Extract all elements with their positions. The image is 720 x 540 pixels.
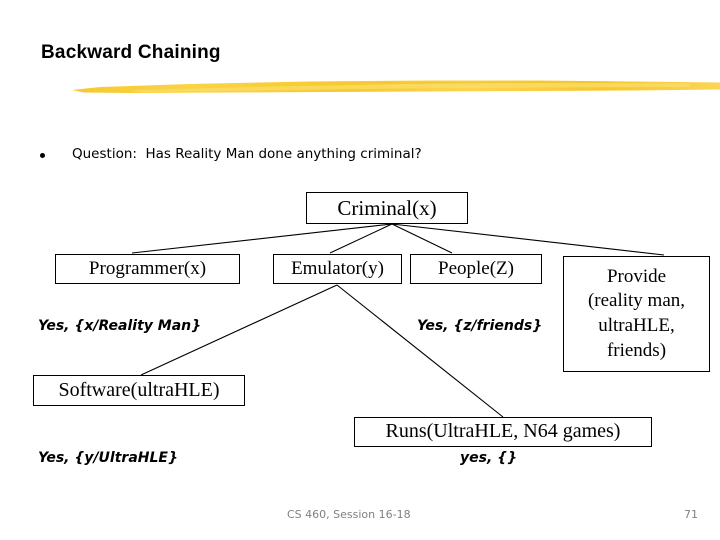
bullet-item-question: Question: Has Reality Man done anything … [38, 146, 678, 170]
page-title: Backward Chaining [41, 42, 221, 63]
node-emulator: Emulator(y) [273, 254, 402, 284]
node-provide-line-2: (reality man, [587, 290, 686, 312]
node-provide-line-1: Provide [606, 265, 667, 287]
brush-underline-decoration [72, 80, 720, 93]
slide-footer: CS 460, Session 16-18 71 [0, 508, 720, 528]
annotation-binding-x: Yes, {x/Reality Man} [38, 318, 202, 334]
annotation-binding-z: Yes, {z/friends} [417, 318, 543, 334]
footer-course-label: CS 460, Session 16-18 [287, 508, 411, 521]
annotation-binding-empty: yes, {} [460, 450, 518, 466]
node-provide-line-4: friends) [606, 339, 667, 361]
node-criminal: Criminal(x) [306, 192, 468, 224]
annotation-binding-y: Yes, {y/UltraHLE} [38, 450, 178, 466]
bullet-item-label: Question: Has Reality Man done anything … [72, 146, 422, 162]
node-people: People(Z) [410, 254, 542, 284]
node-runs: Runs(UltraHLE, N64 games) [354, 417, 652, 447]
node-software: Software(ultraHLE) [33, 375, 245, 406]
node-provide: Provide (reality man, ultraHLE, friends) [563, 256, 710, 372]
bullet-dot-icon [40, 153, 45, 158]
node-provide-line-3: ultraHLE, [598, 315, 675, 336]
node-programmer: Programmer(x) [55, 254, 240, 284]
footer-page-number: 71 [684, 508, 698, 521]
